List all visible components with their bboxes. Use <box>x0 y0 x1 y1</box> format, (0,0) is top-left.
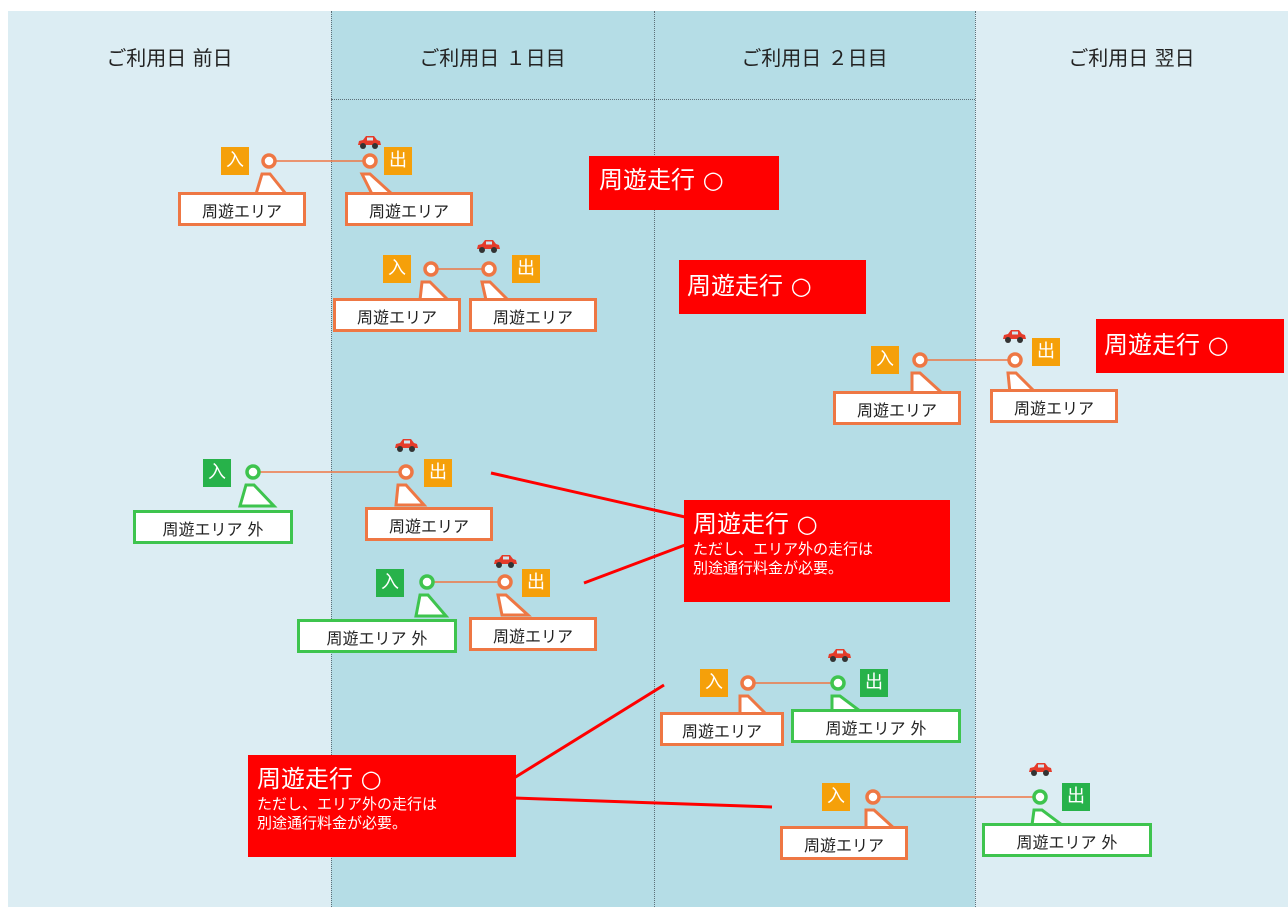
note-title: 周遊走行 ○ <box>599 166 724 194</box>
note-condition: ただし、エリア外の走行は別途通行料金が必要。 <box>257 795 438 832</box>
note-title: 周遊走行 ○ <box>693 510 818 538</box>
note-title: 周遊走行 ○ <box>1104 331 1229 359</box>
car-icon <box>1029 763 1052 776</box>
entry-badge: 入 <box>383 255 411 283</box>
car-icon <box>358 136 381 149</box>
header-day-after: ご利用日 翌日 <box>1068 46 1195 70</box>
exit-badge: 出 <box>1062 783 1090 811</box>
car-icon <box>494 555 517 568</box>
note-title: 周遊走行 ○ <box>257 765 382 793</box>
note-title: 周遊走行 ○ <box>687 272 812 300</box>
area-tag: 周遊エリア <box>660 712 784 746</box>
area-tag: 周遊エリア <box>780 826 908 860</box>
entry-badge: 入 <box>203 459 231 487</box>
circular-ok-note: 周遊走行 ○ <box>1096 319 1284 373</box>
car-icon <box>828 649 851 662</box>
area-tag: 周遊エリア <box>990 389 1118 423</box>
header-day-2: ご利用日 ２日目 <box>741 46 888 70</box>
outside-area-tag: 周遊エリア 外 <box>791 709 961 743</box>
area-tag: 周遊エリア <box>365 507 493 541</box>
circular-ok-note-with-condition: 周遊走行 ○ ただし、エリア外の走行は別途通行料金が必要。 <box>684 500 950 602</box>
entry-badge: 入 <box>822 783 850 811</box>
exit-badge: 出 <box>384 147 412 175</box>
car-icon <box>477 240 500 253</box>
circular-ok-note: 周遊走行 ○ <box>589 156 779 210</box>
note-condition: ただし、エリア外の走行は別途通行料金が必要。 <box>693 540 874 577</box>
divider <box>331 11 332 907</box>
outside-area-tag: 周遊エリア 外 <box>133 510 293 544</box>
header-day-before: ご利用日 前日 <box>106 46 233 70</box>
exit-badge: 出 <box>1032 338 1060 366</box>
area-tag: 周遊エリア <box>178 192 306 226</box>
header-day-1: ご利用日 １日目 <box>419 46 566 70</box>
car-icon <box>395 439 418 452</box>
outside-area-tag: 周遊エリア 外 <box>297 619 457 653</box>
divider <box>654 11 655 907</box>
column-day-after <box>975 11 1288 907</box>
car-icon <box>1003 330 1026 343</box>
exit-badge: 出 <box>522 569 550 597</box>
area-tag: 周遊エリア <box>333 298 461 332</box>
area-tag: 周遊エリア <box>833 391 961 425</box>
area-tag: 周遊エリア <box>469 617 597 651</box>
area-tag: 周遊エリア <box>345 192 473 226</box>
exit-badge: 出 <box>424 459 452 487</box>
entry-badge: 入 <box>221 147 249 175</box>
circular-ok-note-with-condition: 周遊走行 ○ ただし、エリア外の走行は別途通行料金が必要。 <box>248 755 516 857</box>
divider <box>975 11 976 907</box>
header-divider <box>331 99 975 100</box>
entry-badge: 入 <box>700 669 728 697</box>
exit-badge: 出 <box>860 669 888 697</box>
entry-badge: 入 <box>871 346 899 374</box>
circular-ok-note: 周遊走行 ○ <box>679 260 866 314</box>
area-tag: 周遊エリア <box>469 298 597 332</box>
entry-badge: 入 <box>376 569 404 597</box>
exit-badge: 出 <box>512 255 540 283</box>
outside-area-tag: 周遊エリア 外 <box>982 823 1152 857</box>
